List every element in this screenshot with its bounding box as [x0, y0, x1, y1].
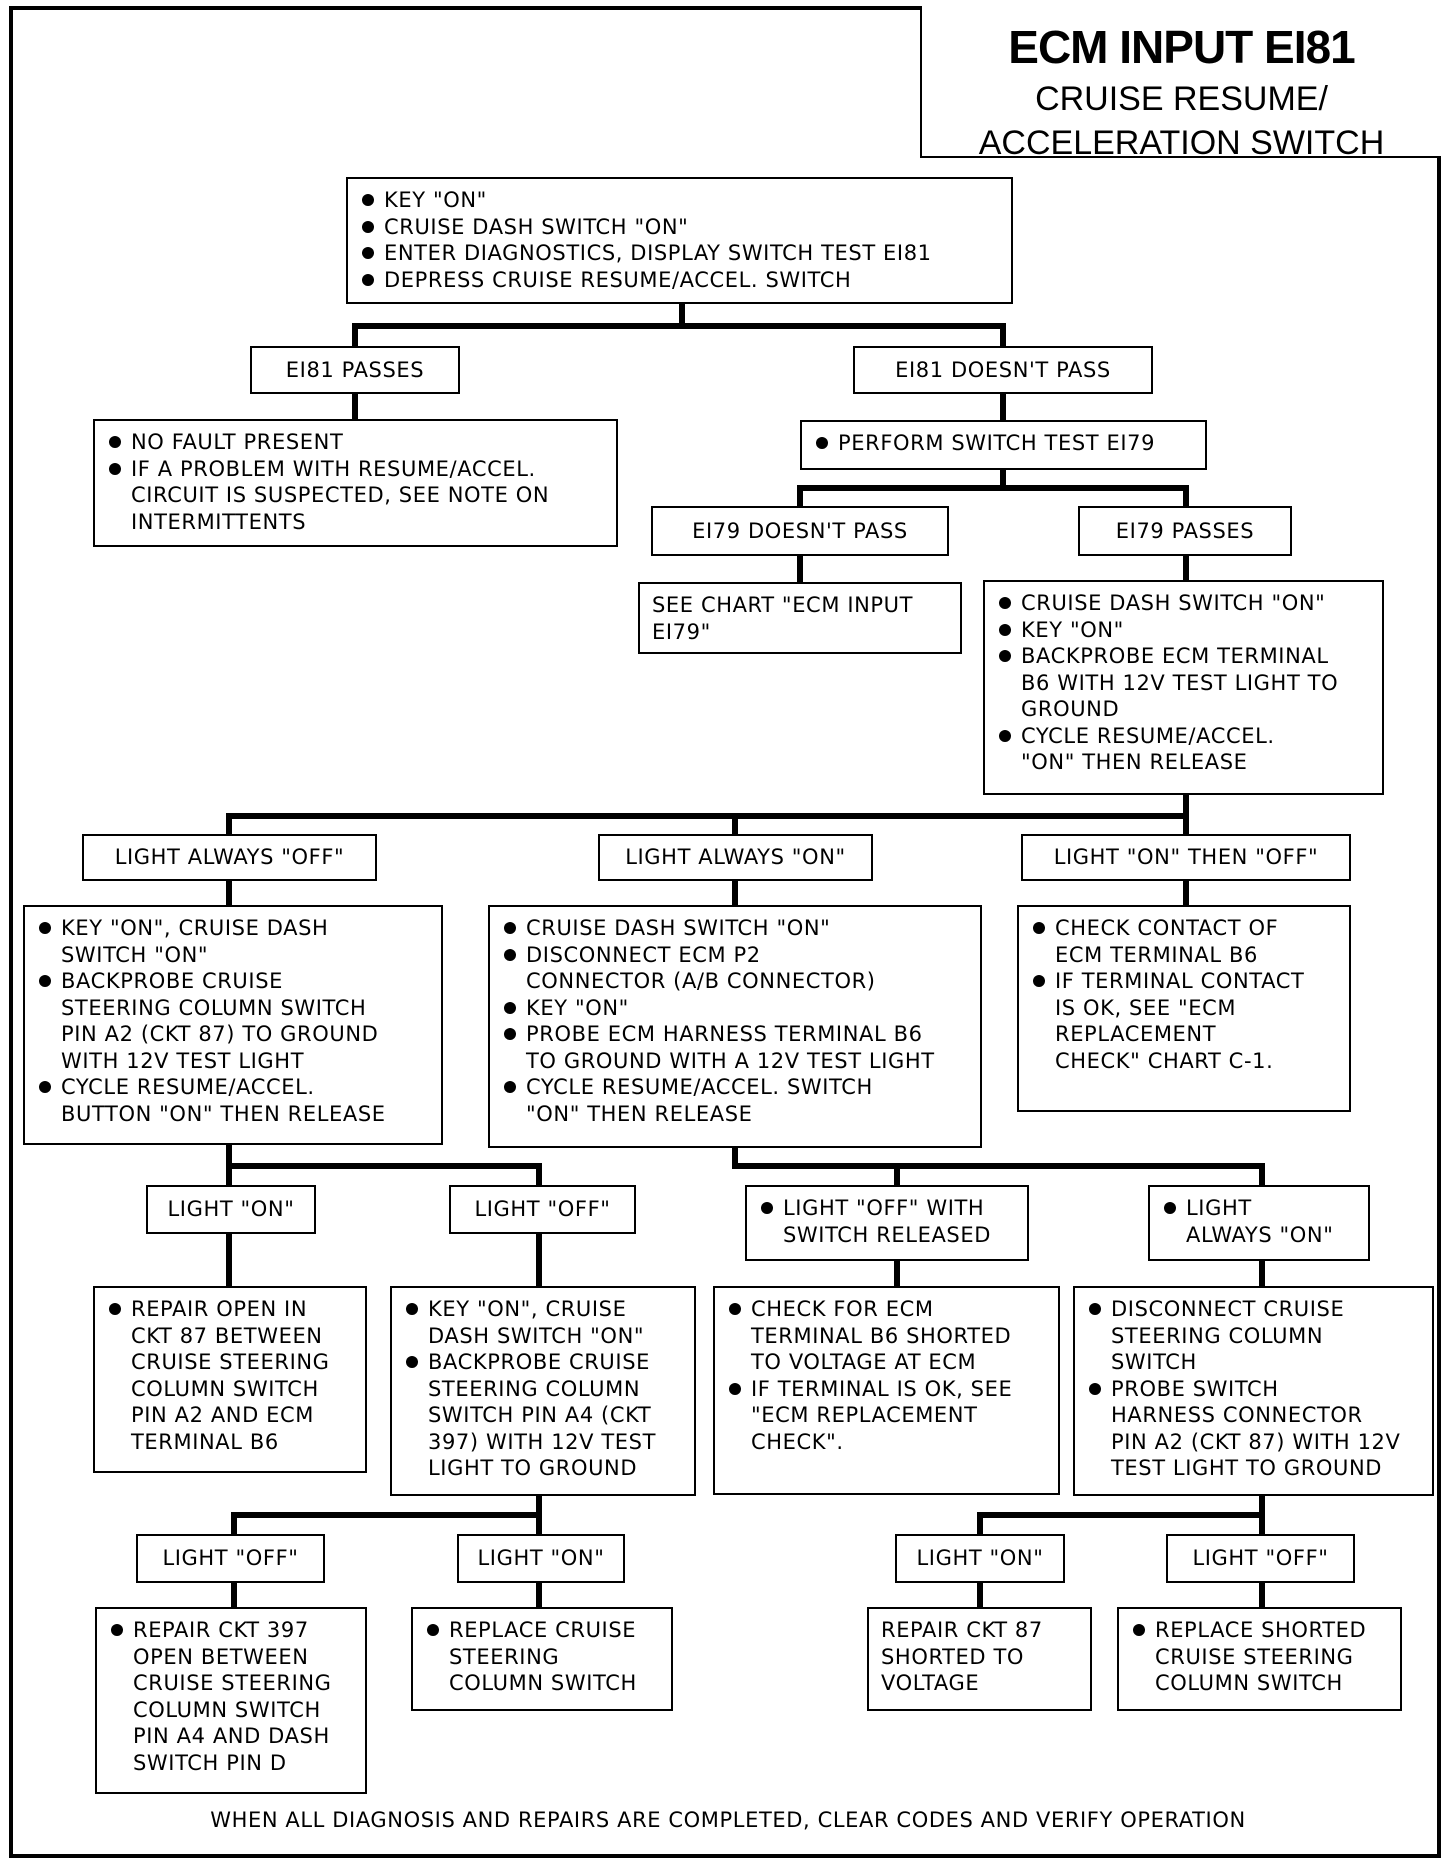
c-light-off-box: REPAIR CKT 397 OPEN BETWEEN CRUISE STEER… [95, 1607, 367, 1794]
perform-ei79-box: PERFORM SWITCH TEST EI79 [800, 420, 1207, 470]
light-on-then-off-label: LIGHT "ON" THEN "OFF" [1021, 834, 1351, 881]
step: REPAIR CKT 87 SHORTED TO VOLTAGE [881, 1618, 1043, 1695]
ei79-fails-box: SEE CHART "ECM INPUT EI79" [638, 582, 962, 654]
light-on-then-off-box: CHECK CONTACT OF ECM TERMINAL B6 IF TERM… [1017, 905, 1351, 1112]
c-light-off-label: LIGHT "OFF" [136, 1534, 325, 1583]
step: CYCLE RESUME/ACCEL. "ON" THEN RELEASE [997, 723, 1372, 776]
ei79-fails-label: EI79 DOESN'T PASS [651, 506, 949, 556]
step: PROBE ECM HARNESS TERMINAL B6 TO GROUND … [502, 1021, 970, 1074]
ei81-passes-label: EI81 PASSES [250, 346, 460, 394]
c-light-on-box: REPLACE CRUISE STEERING COLUMN SWITCH [411, 1607, 673, 1711]
b-always-on-box: DISCONNECT CRUISE STEERING COLUMN SWITCH… [1073, 1286, 1434, 1496]
step: KEY "ON", CRUISE DASH SWITCH "ON" [404, 1296, 684, 1349]
step: IF TERMINAL IS OK, SEE "ECM REPLACEMENT … [727, 1376, 1048, 1456]
step: REPLACE SHORTED CRUISE STEERING COLUMN S… [1131, 1617, 1390, 1697]
step: REPLACE CRUISE STEERING COLUMN SWITCH [425, 1617, 661, 1697]
d-light-on-label: LIGHT "ON" [895, 1534, 1065, 1583]
connector [977, 1491, 1265, 1538]
ei81-fails-label: EI81 DOESN'T PASS [853, 346, 1153, 394]
a-light-on-label: LIGHT "ON" [146, 1185, 316, 1234]
start-step: KEY "ON" [360, 187, 1001, 214]
a-light-on-box: REPAIR OPEN IN CKT 87 BETWEEN CRUISE STE… [93, 1286, 367, 1473]
connector [352, 299, 1006, 351]
step: IF A PROBLEM WITH RESUME/ACCEL. CIRCUIT … [107, 456, 606, 536]
ei79-passes-label: EI79 PASSES [1078, 506, 1292, 556]
c-light-on-label: LIGHT "ON" [457, 1534, 625, 1583]
start-step: CRUISE DASH SWITCH "ON" [360, 214, 1001, 241]
d-light-on-box: REPAIR CKT 87 SHORTED TO VOLTAGE [867, 1607, 1092, 1711]
light-always-on-label: LIGHT ALWAYS "ON" [598, 834, 873, 881]
b-always-on-label: LIGHT ALWAYS "ON" [1148, 1185, 1370, 1261]
light-always-on-box: CRUISE DASH SWITCH "ON" DISCONNECT ECM P… [488, 905, 982, 1148]
start-box: KEY "ON" CRUISE DASH SWITCH "ON" ENTER D… [346, 177, 1013, 304]
page-frame [9, 6, 1441, 1858]
chart-title: ECM INPUT EI81 [1008, 21, 1355, 73]
step: CHECK CONTACT OF ECM TERMINAL B6 [1031, 915, 1339, 968]
start-step: ENTER DIAGNOSTICS, DISPLAY SWITCH TEST E… [360, 240, 1001, 267]
step: CRUISE DASH SWITCH "ON" [997, 590, 1372, 617]
step: BACKPROBE CRUISE STEERING COLUMN SWITCH … [37, 968, 431, 1074]
connector [226, 790, 1189, 838]
step: KEY "ON" [502, 995, 970, 1022]
step: NO FAULT PRESENT [107, 429, 606, 456]
step: DISCONNECT ECM P2 CONNECTOR (A/B CONNECT… [502, 942, 970, 995]
d-light-off-label: LIGHT "OFF" [1166, 1534, 1355, 1583]
chart-subtitle-line1: CRUISE RESUME/ [1035, 80, 1328, 118]
step: KEY "ON", CRUISE DASH SWITCH "ON" [37, 915, 431, 968]
a-light-off-label: LIGHT "OFF" [449, 1185, 636, 1234]
step: CHECK FOR ECM TERMINAL B6 SHORTED TO VOL… [727, 1296, 1048, 1376]
step: IF TERMINAL CONTACT IS OK, SEE "ECM REPL… [1031, 968, 1339, 1074]
footer-note: WHEN ALL DIAGNOSIS AND REPAIRS ARE COMPL… [210, 1808, 1246, 1832]
step: PERFORM SWITCH TEST EI79 [814, 430, 1195, 457]
connector [732, 1143, 1265, 1189]
b-off-released-label: LIGHT "OFF" WITH SWITCH RELEASED [745, 1185, 1029, 1261]
ei81-passes-box: NO FAULT PRESENT IF A PROBLEM WITH RESUM… [93, 419, 618, 547]
chart-title-box: ECM INPUT EI81 CRUISE RESUME/ ACCELERATI… [920, 6, 1441, 162]
step: BACKPROBE ECM TERMINAL B6 WITH 12V TEST … [997, 643, 1372, 723]
light-always-off-box: KEY "ON", CRUISE DASH SWITCH "ON" BACKPR… [23, 905, 443, 1145]
connector [231, 1491, 542, 1538]
step: LIGHT ALWAYS "ON" [1162, 1195, 1358, 1248]
ei79-passes-box: CRUISE DASH SWITCH "ON" KEY "ON" BACKPRO… [983, 580, 1384, 795]
connector [226, 1140, 542, 1189]
b-off-released-box: CHECK FOR ECM TERMINAL B6 SHORTED TO VOL… [713, 1286, 1060, 1495]
step: BACKPROBE CRUISE STEERING COLUMN SWITCH … [404, 1349, 684, 1482]
step: KEY "ON" [997, 617, 1372, 644]
light-always-off-label: LIGHT ALWAYS "OFF" [82, 834, 377, 881]
step: REPAIR OPEN IN CKT 87 BETWEEN CRUISE STE… [107, 1296, 355, 1455]
connector [797, 465, 1189, 510]
step: REPAIR CKT 397 OPEN BETWEEN CRUISE STEER… [109, 1617, 355, 1776]
chart-subtitle-line2: ACCELERATION SWITCH [978, 124, 1385, 162]
step: LIGHT "OFF" WITH SWITCH RELEASED [759, 1195, 1017, 1248]
step: CYCLE RESUME/ACCEL. BUTTON "ON" THEN REL… [37, 1074, 431, 1127]
step: PROBE SWITCH HARNESS CONNECTOR PIN A2 (C… [1087, 1376, 1422, 1482]
step: CYCLE RESUME/ACCEL. SWITCH "ON" THEN REL… [502, 1074, 970, 1127]
a-light-off-box: KEY "ON", CRUISE DASH SWITCH "ON" BACKPR… [390, 1286, 696, 1496]
start-step: DEPRESS CRUISE RESUME/ACCEL. SWITCH [360, 267, 1001, 294]
d-light-off-box: REPLACE SHORTED CRUISE STEERING COLUMN S… [1117, 1607, 1402, 1711]
step: CRUISE DASH SWITCH "ON" [502, 915, 970, 942]
step: SEE CHART "ECM INPUT EI79" [652, 593, 914, 644]
step: DISCONNECT CRUISE STEERING COLUMN SWITCH [1087, 1296, 1422, 1376]
